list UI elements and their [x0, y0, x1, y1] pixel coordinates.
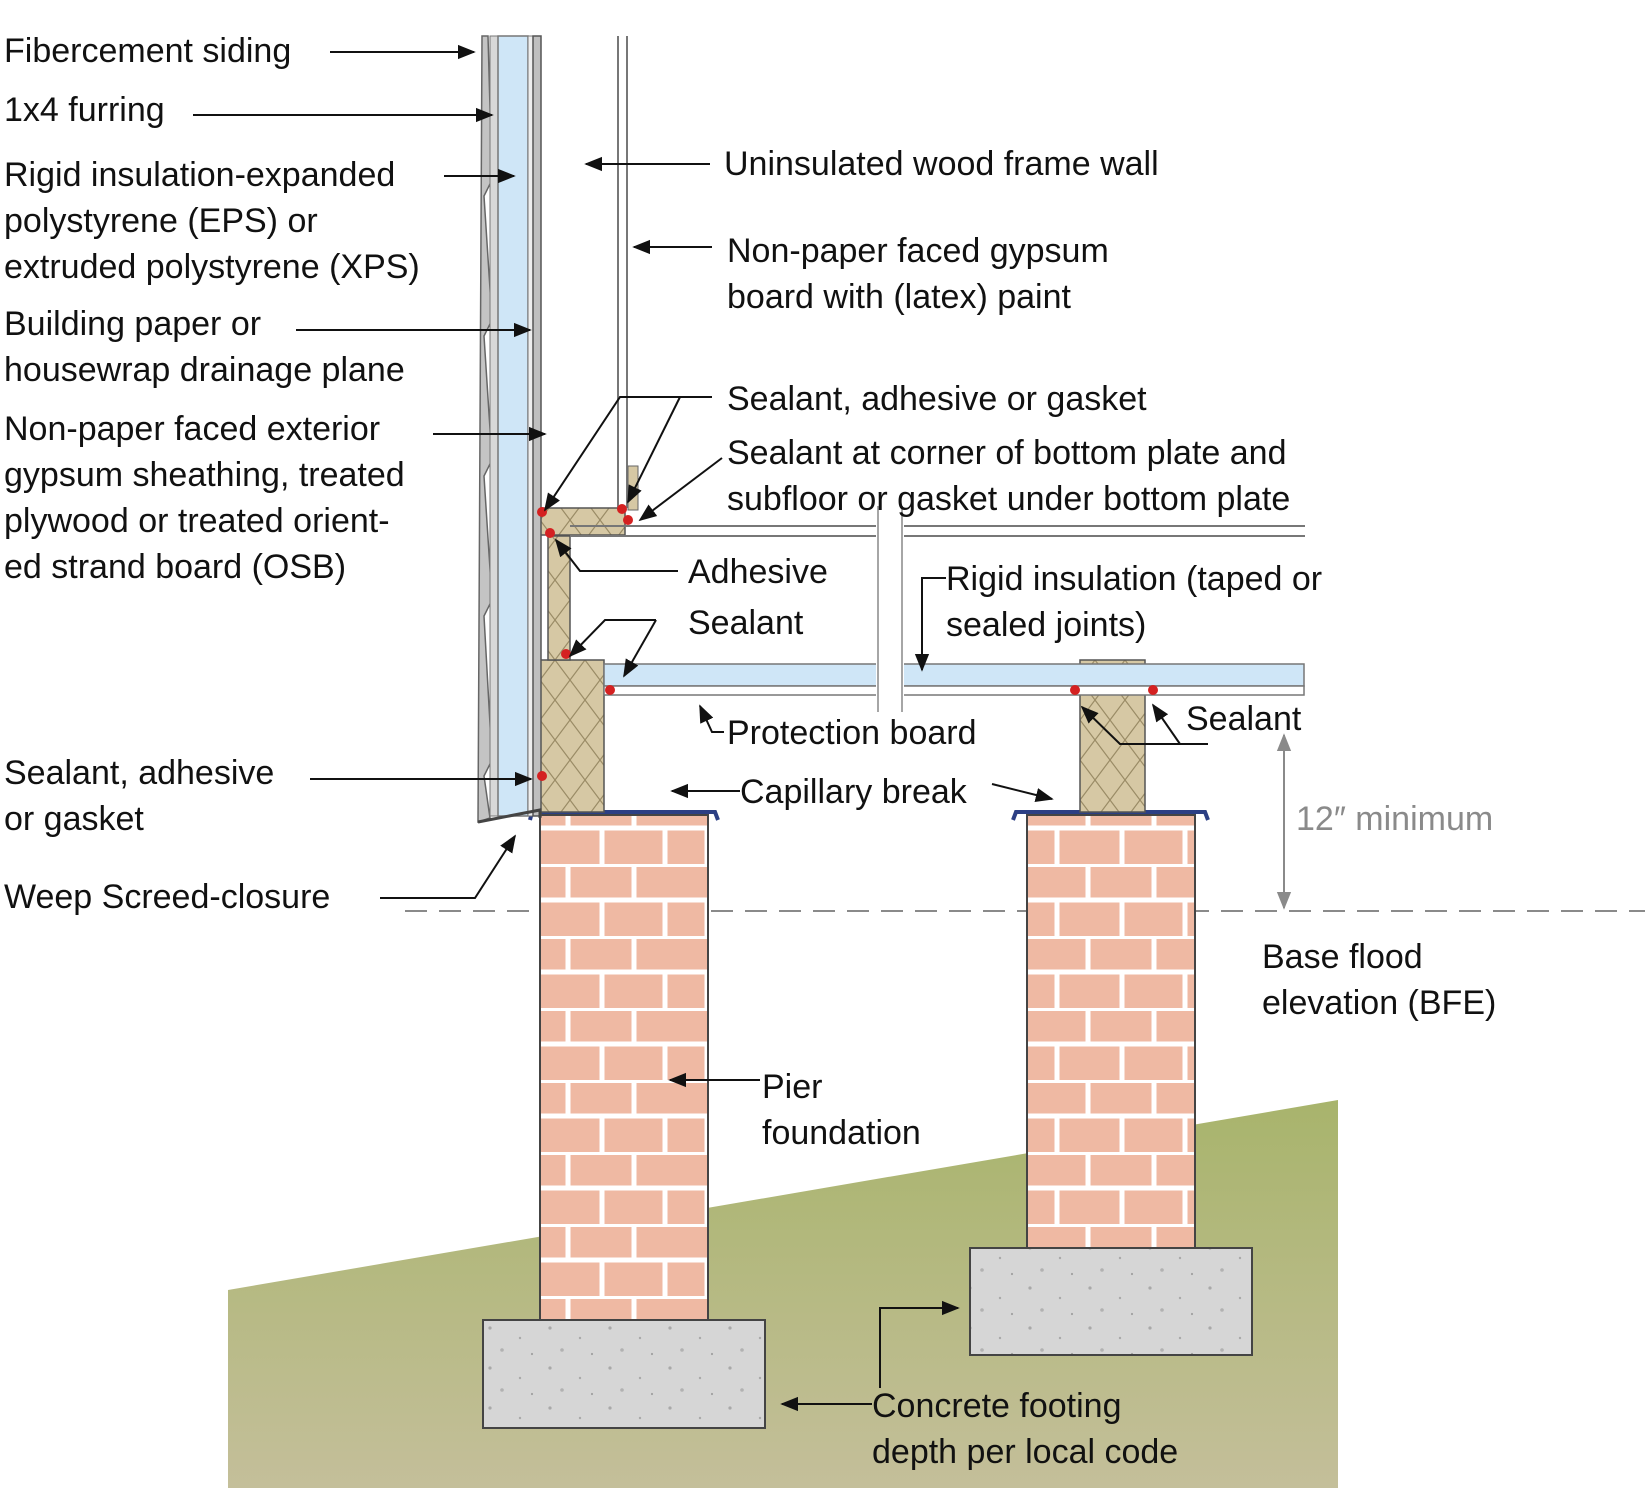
rigid-insulation-wall: [497, 35, 529, 817]
label-protection-board: Protection board: [727, 714, 977, 752]
label-pier-1: Pier: [762, 1068, 822, 1106]
interior-trim: [627, 465, 639, 511]
right-concrete-footing: [969, 1247, 1253, 1356]
label-sheathing-2: gypsum sheathing, treated: [4, 456, 405, 494]
leader-lines: [193, 44, 1292, 1412]
right-brick-pier: [1026, 814, 1196, 1249]
fibercement-siding: [477, 35, 493, 824]
left-brick-pier: [539, 814, 709, 1321]
label-building-paper-2: housewrap drainage plane: [4, 351, 405, 389]
left-concrete-footing: [482, 1319, 766, 1429]
label-furring: 1x4 furring: [4, 91, 165, 129]
label-bfe-1: Base flood: [1262, 938, 1423, 976]
rim-joist: [547, 535, 571, 661]
label-sealant-right: Sealant: [1186, 700, 1302, 738]
sealant-dots: [537, 504, 1158, 781]
exterior-sheathing: [532, 35, 542, 817]
weep-screed: [477, 808, 542, 824]
label-footing-1: Concrete footing: [872, 1387, 1122, 1425]
label-12-minimum: 12″ minimum: [1296, 800, 1493, 838]
label-sealant-mid: Sealant: [688, 604, 804, 642]
label-gypsum-1: Non-paper faced gypsum: [727, 232, 1109, 270]
label-adhesive: Adhesive: [688, 553, 828, 591]
label-footing-2: depth per local code: [872, 1433, 1178, 1471]
floor-rigid-insulation: [603, 663, 1305, 687]
protection-board: [603, 685, 1305, 696]
label-building-paper-1: Building paper or: [4, 305, 261, 343]
label-gypsum-2: board with (latex) paint: [727, 278, 1072, 316]
label-sealant-adhesive-gasket: Sealant, adhesive or gasket: [727, 380, 1147, 418]
label-sheathing-1: Non-paper faced exterior: [4, 410, 380, 448]
label-sheathing-4: ed strand board (OSB): [4, 548, 346, 586]
joist-break: [876, 506, 904, 712]
label-corner-2: subfloor or gasket under bottom plate: [727, 480, 1290, 518]
label-wall: Uninsulated wood frame wall: [724, 145, 1159, 183]
label-fibercement-siding: Fibercement siding: [4, 32, 291, 70]
label-pier-2: foundation: [762, 1114, 921, 1152]
label-capillary-break: Capillary break: [740, 773, 968, 811]
label-rigid-insulation-2: polystyrene (EPS) or: [4, 202, 318, 240]
label-rigid-floor-2: sealed joints): [946, 606, 1146, 644]
label-rigid-floor-1: Rigid insulation (taped or: [946, 560, 1322, 598]
label-sealant-adhesive-left-1: Sealant, adhesive: [4, 754, 274, 792]
label-weep-screed: Weep Screed-closure: [4, 878, 330, 916]
furring-strip: [489, 35, 499, 817]
label-bfe-2: elevation (BFE): [1262, 984, 1496, 1022]
label-rigid-insulation-3: extruded polystyrene (XPS): [4, 248, 420, 286]
label-rigid-insulation-1: Rigid insulation-expanded: [4, 156, 395, 194]
label-sheathing-3: plywood or treated orient-: [4, 502, 390, 540]
label-corner-1: Sealant at corner of bottom plate and: [727, 434, 1286, 472]
label-sealant-adhesive-left-2: or gasket: [4, 800, 144, 838]
sill-plate-left: [537, 659, 605, 813]
